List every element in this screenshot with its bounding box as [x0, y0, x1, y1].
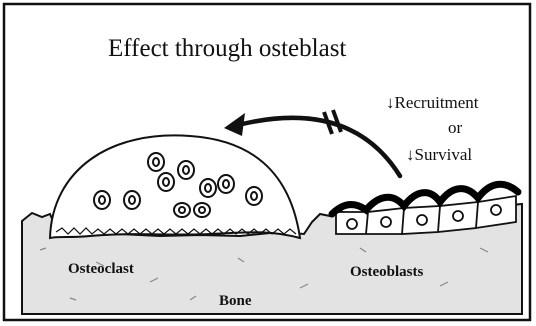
- nucleus: [124, 191, 140, 209]
- effect-survival: ↓Survival: [406, 145, 472, 164]
- label-bone: Bone: [219, 293, 252, 309]
- nucleus: [381, 217, 391, 227]
- nucleus: [218, 175, 234, 193]
- nucleus: [158, 173, 174, 191]
- effect-or: or: [448, 118, 463, 137]
- nucleus: [94, 191, 110, 209]
- nucleus: [148, 153, 164, 171]
- nucleus: [347, 219, 357, 229]
- label-osteoclast: Osteoclast: [68, 261, 134, 277]
- nucleus: [178, 161, 194, 179]
- nucleus: [246, 187, 262, 205]
- nucleus: [453, 211, 463, 221]
- effect-recruitment: ↓Recruitment: [386, 93, 479, 112]
- diagram-title: Effect through osteblast: [108, 35, 346, 62]
- label-osteoblasts: Osteoblasts: [350, 264, 424, 280]
- nucleus: [194, 203, 210, 217]
- nucleus: [174, 203, 190, 217]
- nucleus: [491, 205, 501, 215]
- nucleus: [417, 215, 427, 225]
- nucleus: [200, 179, 216, 197]
